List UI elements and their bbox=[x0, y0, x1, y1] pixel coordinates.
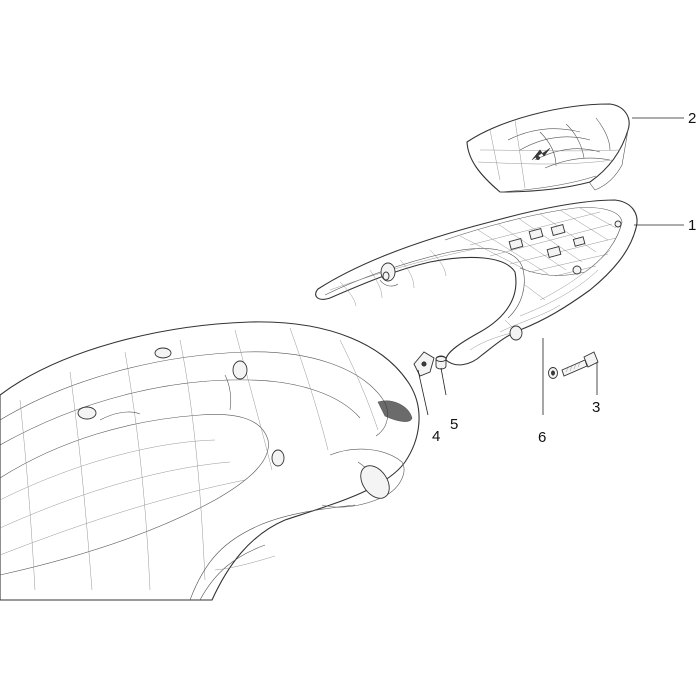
part-2-rack-pad-cover bbox=[466, 103, 630, 193]
callout-labels: 2 1 3 6 4 5 bbox=[432, 110, 696, 446]
part-6-washer bbox=[548, 367, 558, 379]
leader-lines bbox=[417, 117, 684, 416]
callout-3: 3 bbox=[592, 399, 600, 416]
callout-2: 2 bbox=[688, 110, 696, 127]
callout-1: 1 bbox=[688, 217, 696, 234]
callout-6: 6 bbox=[538, 429, 546, 446]
leader-line-4 bbox=[417, 369, 429, 416]
part-4-clip-nut bbox=[413, 351, 435, 377]
part-1-rear-luggage-rack bbox=[315, 199, 638, 366]
callout-4: 4 bbox=[432, 428, 440, 445]
part-3-screw bbox=[561, 351, 599, 377]
part-5-spacer bbox=[435, 355, 447, 370]
leader-line-5 bbox=[440, 367, 447, 396]
callout-5: 5 bbox=[450, 416, 458, 433]
rear-body-fairing bbox=[0, 321, 420, 601]
